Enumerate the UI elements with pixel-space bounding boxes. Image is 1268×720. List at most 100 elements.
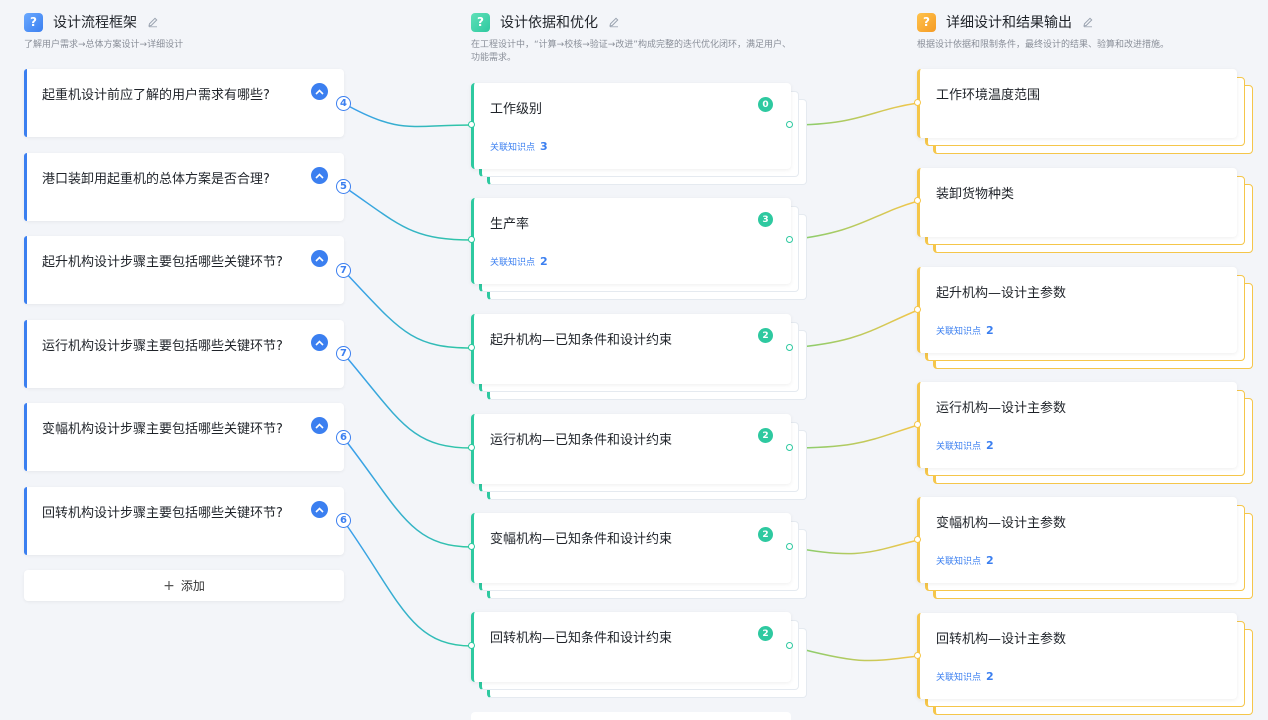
connector-node[interactable] — [914, 536, 921, 543]
question-card[interactable]: 起重机设计前应了解的用户需求有哪些? — [24, 69, 344, 137]
question-card[interactable]: 港口装卸用起重机的总体方案是否合理? — [24, 153, 344, 221]
link-q3-b3 — [342, 269, 473, 349]
basis-title: 生产率 — [490, 217, 530, 232]
column-header-basis: ? 设计依据和优化 在工程设计中，“计算→校核→验证→改进”构成完整的迭代优化闭… — [471, 12, 796, 65]
connector-node[interactable] — [914, 197, 921, 204]
output-card-stack: 工作环境温度范围 — [917, 69, 1253, 154]
connector-node[interactable] — [914, 652, 921, 659]
link-b3-o3 — [789, 309, 919, 349]
question-card[interactable]: 回转机构设计步骤主要包括哪些关键环节? — [24, 487, 344, 555]
output-card[interactable]: 装卸货物种类 — [917, 168, 1237, 237]
pencil-icon[interactable] — [608, 16, 620, 28]
question-text: 起升机构设计步骤主要包括哪些关键环节? — [42, 255, 283, 270]
chevron-up-icon[interactable] — [311, 417, 328, 434]
link-count-badge: 7 — [336, 263, 351, 278]
basis-title: 变幅机构—已知条件和设计约束 — [490, 532, 673, 547]
question-icon: ? — [917, 12, 936, 32]
connector-node[interactable] — [468, 543, 475, 550]
chevron-up-icon[interactable] — [311, 250, 328, 267]
link-b4-o4 — [789, 424, 919, 449]
link-count-badge: 6 — [336, 430, 351, 445]
connector-node[interactable] — [468, 344, 475, 351]
chevron-up-icon[interactable] — [311, 167, 328, 184]
column-header-framework: ? 设计流程框架 了解用户需求→总体方案设计→详细设计 — [24, 12, 344, 52]
column-title: 设计依据和优化 — [500, 15, 598, 31]
connector-node[interactable] — [468, 121, 475, 128]
basis-card[interactable]: 运行机构—已知条件和设计约束 2 — [471, 414, 791, 484]
basis-card[interactable]: 回转机构—已知条件和设计约束 2 — [471, 612, 791, 682]
question-text: 港口装卸用起重机的总体方案是否合理? — [42, 172, 270, 187]
count-badge: 2 — [758, 428, 773, 443]
link-count-badge: 4 — [336, 96, 351, 111]
link-q4-b4 — [342, 352, 473, 449]
question-text: 起重机设计前应了解的用户需求有哪些? — [42, 88, 270, 103]
connector-node[interactable] — [914, 306, 921, 313]
question-text: 回转机构设计步骤主要包括哪些关键环节? — [42, 506, 283, 521]
plus-icon: + — [163, 577, 175, 594]
count-badge: 0 — [758, 97, 773, 112]
output-title: 装卸货物种类 — [936, 187, 1015, 202]
chevron-up-icon[interactable] — [311, 83, 328, 100]
output-card-stack: 装卸货物种类 — [917, 168, 1253, 253]
count-badge: 2 — [758, 328, 773, 343]
output-title: 工作环境温度范围 — [936, 88, 1041, 103]
link-q1-b1 — [342, 102, 473, 128]
link-count-badge: 7 — [336, 346, 351, 361]
basis-card[interactable]: 起升机构—已知条件和设计约束 2 — [471, 314, 791, 384]
connector-node[interactable] — [786, 642, 793, 649]
connector-node[interactable] — [786, 344, 793, 351]
connector-node[interactable] — [914, 99, 921, 106]
connector-node[interactable] — [786, 236, 793, 243]
output-title: 变幅机构—设计主参数 — [936, 516, 1067, 531]
link-count-badge: 5 — [336, 179, 351, 194]
link-b5-o5 — [789, 539, 919, 555]
connector-node[interactable] — [786, 444, 793, 451]
link-q5-b5 — [342, 436, 473, 548]
chevron-up-icon[interactable] — [311, 334, 328, 351]
chevron-up-icon[interactable] — [311, 501, 328, 518]
connector-node[interactable] — [786, 121, 793, 128]
basis-title: 起升机构—已知条件和设计约束 — [490, 333, 673, 348]
question-card[interactable]: 运行机构设计步骤主要包括哪些关键环节? — [24, 320, 344, 388]
pencil-icon[interactable] — [1082, 16, 1094, 28]
connector-node[interactable] — [914, 421, 921, 428]
add-question-button[interactable]: + 添加 — [24, 570, 344, 601]
connector-node[interactable] — [468, 444, 475, 451]
basis-title: 工作级别 — [490, 102, 543, 117]
connector-node[interactable] — [468, 236, 475, 243]
basis-card[interactable]: 变幅机构—已知条件和设计约束 2 — [471, 513, 791, 583]
output-card[interactable]: 工作环境温度范围 — [917, 69, 1237, 138]
question-card[interactable]: 起升机构设计步骤主要包括哪些关键环节? — [24, 236, 344, 304]
connector-node[interactable] — [468, 642, 475, 649]
column-description: 在工程设计中，“计算→校核→验证→改进”构成完整的迭代优化闭环，满足用户、功能需… — [471, 40, 791, 63]
question-icon: ? — [471, 12, 490, 32]
count-badge: 2 — [758, 626, 773, 641]
question-text: 运行机构设计步骤主要包括哪些关键环节? — [42, 339, 283, 354]
column-description: 了解用户需求→总体方案设计→详细设计 — [24, 40, 184, 50]
column-title: 详细设计和结果输出 — [946, 15, 1072, 31]
column-description: 根据设计依据和限制条件，最终设计的结果、验算和改进措施。 — [917, 40, 1170, 50]
pencil-icon[interactable] — [147, 16, 159, 28]
link-count-badge: 6 — [336, 513, 351, 528]
question-card[interactable]: 变幅机构设计步骤主要包括哪些关键环节? — [24, 403, 344, 471]
basis-title: 运行机构—已知条件和设计约束 — [490, 433, 673, 448]
basis-card-partial — [471, 712, 791, 720]
connector-node[interactable] — [786, 543, 793, 550]
